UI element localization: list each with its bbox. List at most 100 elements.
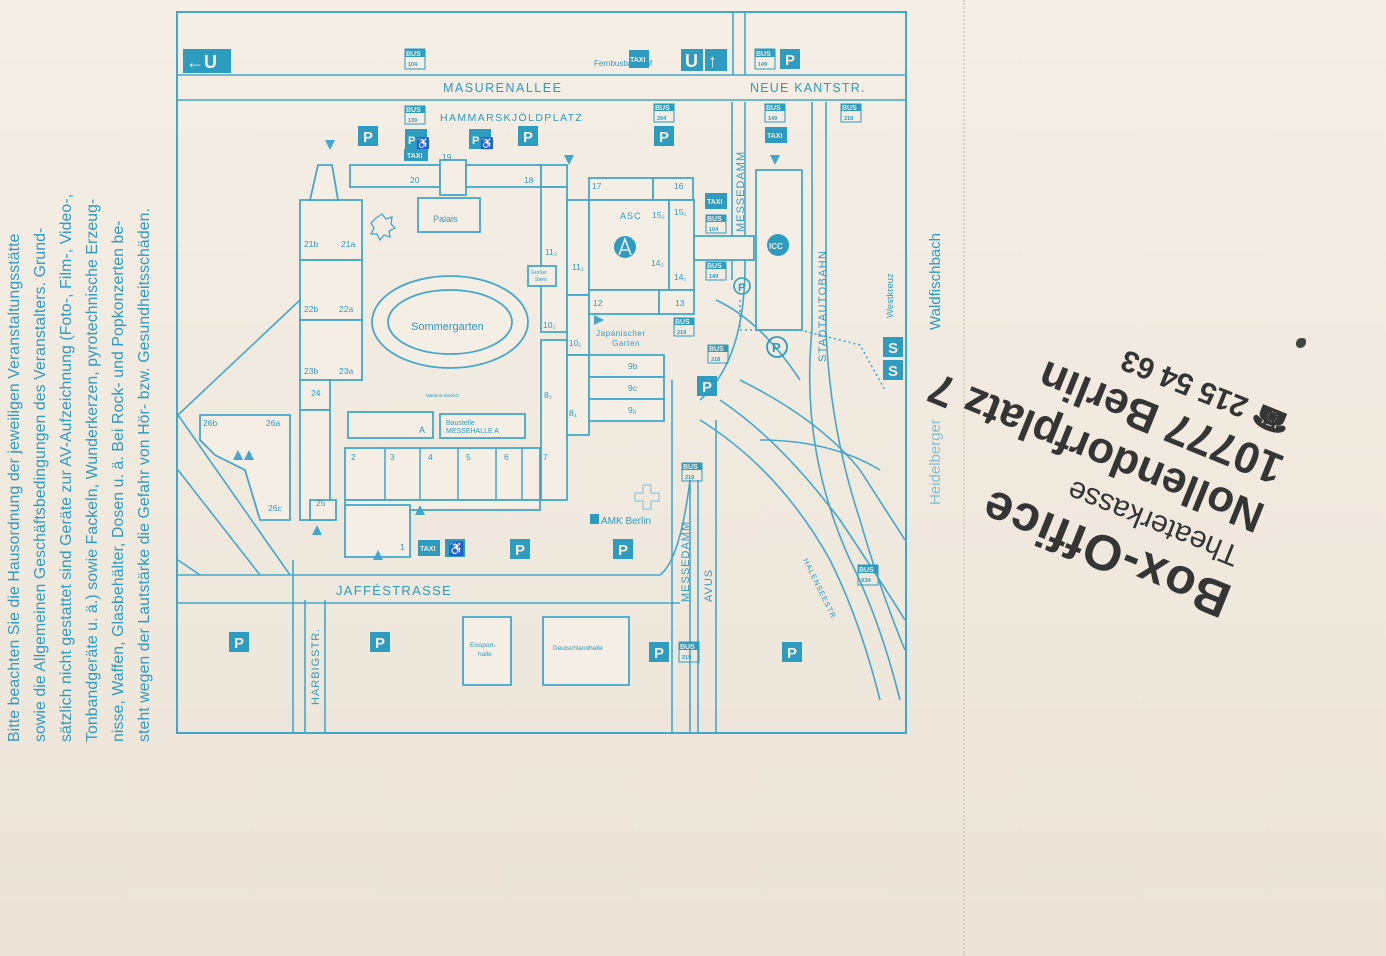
place-label-marlene-dietrich: Marlene-Dietrich (426, 393, 460, 398)
hall-number: 23b (304, 366, 318, 376)
parking-icon: P (697, 376, 717, 396)
parking-icon: P (654, 126, 674, 146)
svg-text:104: 104 (408, 62, 418, 68)
label-waldfischbach: Waldfischbach (927, 233, 944, 330)
taxi-icon: TAXI (765, 127, 787, 143)
svg-text:X34: X34 (861, 578, 872, 584)
svg-text:P: P (363, 129, 373, 146)
hall-number: 15₂ (652, 210, 665, 220)
bus-stop-icon: BUS 219 (673, 317, 695, 337)
place-label-messehalle-a: MESSEHALLE A (446, 428, 499, 435)
place-label-garten: Garten (612, 339, 640, 348)
hall-number: 9c (628, 383, 638, 393)
street-label-messedamm-south: MESSEDAMM (680, 521, 692, 602)
svg-text:P: P (375, 635, 385, 652)
svg-text:BUS: BUS (707, 216, 722, 223)
street-label-harbigstr: HARBIGSTR. (310, 628, 322, 705)
hall-number: 22a (339, 304, 353, 314)
svg-text:P: P (515, 542, 525, 559)
parking-icon: P (510, 539, 530, 559)
box-office-stamp: Box-Office Theaterkasse Nollendorfplatz … (790, 200, 1295, 690)
asc-icon (614, 236, 636, 258)
hall-number: 12 (593, 298, 603, 308)
entrance-arrow (770, 155, 780, 165)
place-label-deutschlandhalle: Deutschlandhalle (553, 645, 603, 652)
svg-text:219: 219 (682, 655, 691, 661)
hall-number: 8₁ (569, 408, 577, 418)
svg-text:219: 219 (677, 330, 686, 336)
svg-text:P: P (659, 129, 669, 146)
svg-text:P: P (702, 379, 712, 396)
taxi-icon: TAXI (705, 193, 727, 209)
hall-number: 26a (266, 418, 280, 428)
hall-number: 22b (304, 304, 318, 314)
u-bahn-icon: U (681, 49, 703, 71)
perforation-line (963, 0, 969, 956)
bus-stop-icon: BUS 104 (705, 214, 727, 234)
hall-number: 10₂ (543, 320, 556, 330)
accessible-parking-icon: P ♿ (405, 129, 430, 150)
place-label-westkreuz: Westkreuz (885, 273, 896, 318)
u-bahn-left-icon: ←U (183, 49, 231, 73)
taxi-icon: TAXI (418, 540, 440, 556)
entrance-arrow (233, 450, 243, 460)
svg-text:BUS: BUS (406, 51, 421, 58)
svg-text:♿: ♿ (448, 541, 464, 556)
svg-text:P: P (234, 635, 244, 652)
hall-number: 9b (628, 361, 638, 371)
hall-number: 11₂ (545, 247, 557, 257)
svg-text:BUS: BUS (766, 105, 781, 112)
hall-number: 1 (400, 542, 405, 552)
svg-text:S: S (888, 363, 898, 380)
parking-icon: P (733, 277, 751, 295)
taxi-icon: TAXI (629, 50, 649, 68)
hall-number: 18 (524, 175, 534, 185)
svg-text:P: P (738, 282, 745, 294)
svg-text:204: 204 (657, 116, 667, 122)
parking-icon: P (766, 336, 788, 358)
svg-text:218: 218 (844, 116, 853, 122)
svg-text:218: 218 (711, 357, 720, 363)
parking-icon: P (370, 632, 390, 652)
bus-stop-icon: BUS X34 (857, 564, 879, 586)
svg-text:BUS: BUS (680, 644, 695, 651)
place-label-sommergarten: Sommergarten (411, 321, 484, 333)
svg-text:TAXI: TAXI (630, 57, 645, 64)
parking-icon: P (358, 126, 378, 146)
svg-text:BUS: BUS (675, 319, 690, 326)
svg-text:TAXI: TAXI (420, 546, 435, 553)
hall-number: 26c (268, 503, 282, 513)
ink-speck (1296, 338, 1306, 348)
svg-text:BUS: BUS (683, 464, 698, 471)
accessible-icon: ♿ (445, 539, 465, 557)
hall-number: 6 (504, 452, 509, 462)
svg-text:219: 219 (685, 475, 694, 481)
svg-text:TAXI: TAXI (767, 133, 782, 140)
svg-text:TAXI: TAXI (407, 153, 422, 160)
svg-text:104: 104 (709, 227, 719, 233)
street-label-jaffestrasse: JAFFÉSTRASSE (336, 583, 452, 598)
place-label-stern: Stern (535, 277, 547, 283)
street-label-stadtautobahn: STADTAUTOBAHN (817, 250, 829, 362)
entrance-arrow (244, 450, 254, 460)
parking-icon: P (780, 49, 800, 69)
svg-text:P: P (618, 542, 628, 559)
svg-text:U: U (685, 51, 698, 71)
hall-number: 24 (311, 388, 321, 398)
svg-text:S: S (888, 340, 898, 357)
street-label-messedamm-north: MESSEDAMM (735, 151, 747, 232)
parking-icon: P (229, 632, 249, 652)
svg-text:BUS: BUS (859, 567, 874, 574)
hall-number: 7 (543, 452, 548, 462)
hall-number: 3 (390, 452, 395, 462)
hall-number: 20 (410, 175, 420, 185)
label-fernbusbahnhof: Fernbusbahnhof (594, 59, 653, 68)
svg-text:P: P (787, 645, 797, 662)
hall-number: 21a (341, 239, 355, 249)
hall-number: 26b (203, 418, 217, 428)
